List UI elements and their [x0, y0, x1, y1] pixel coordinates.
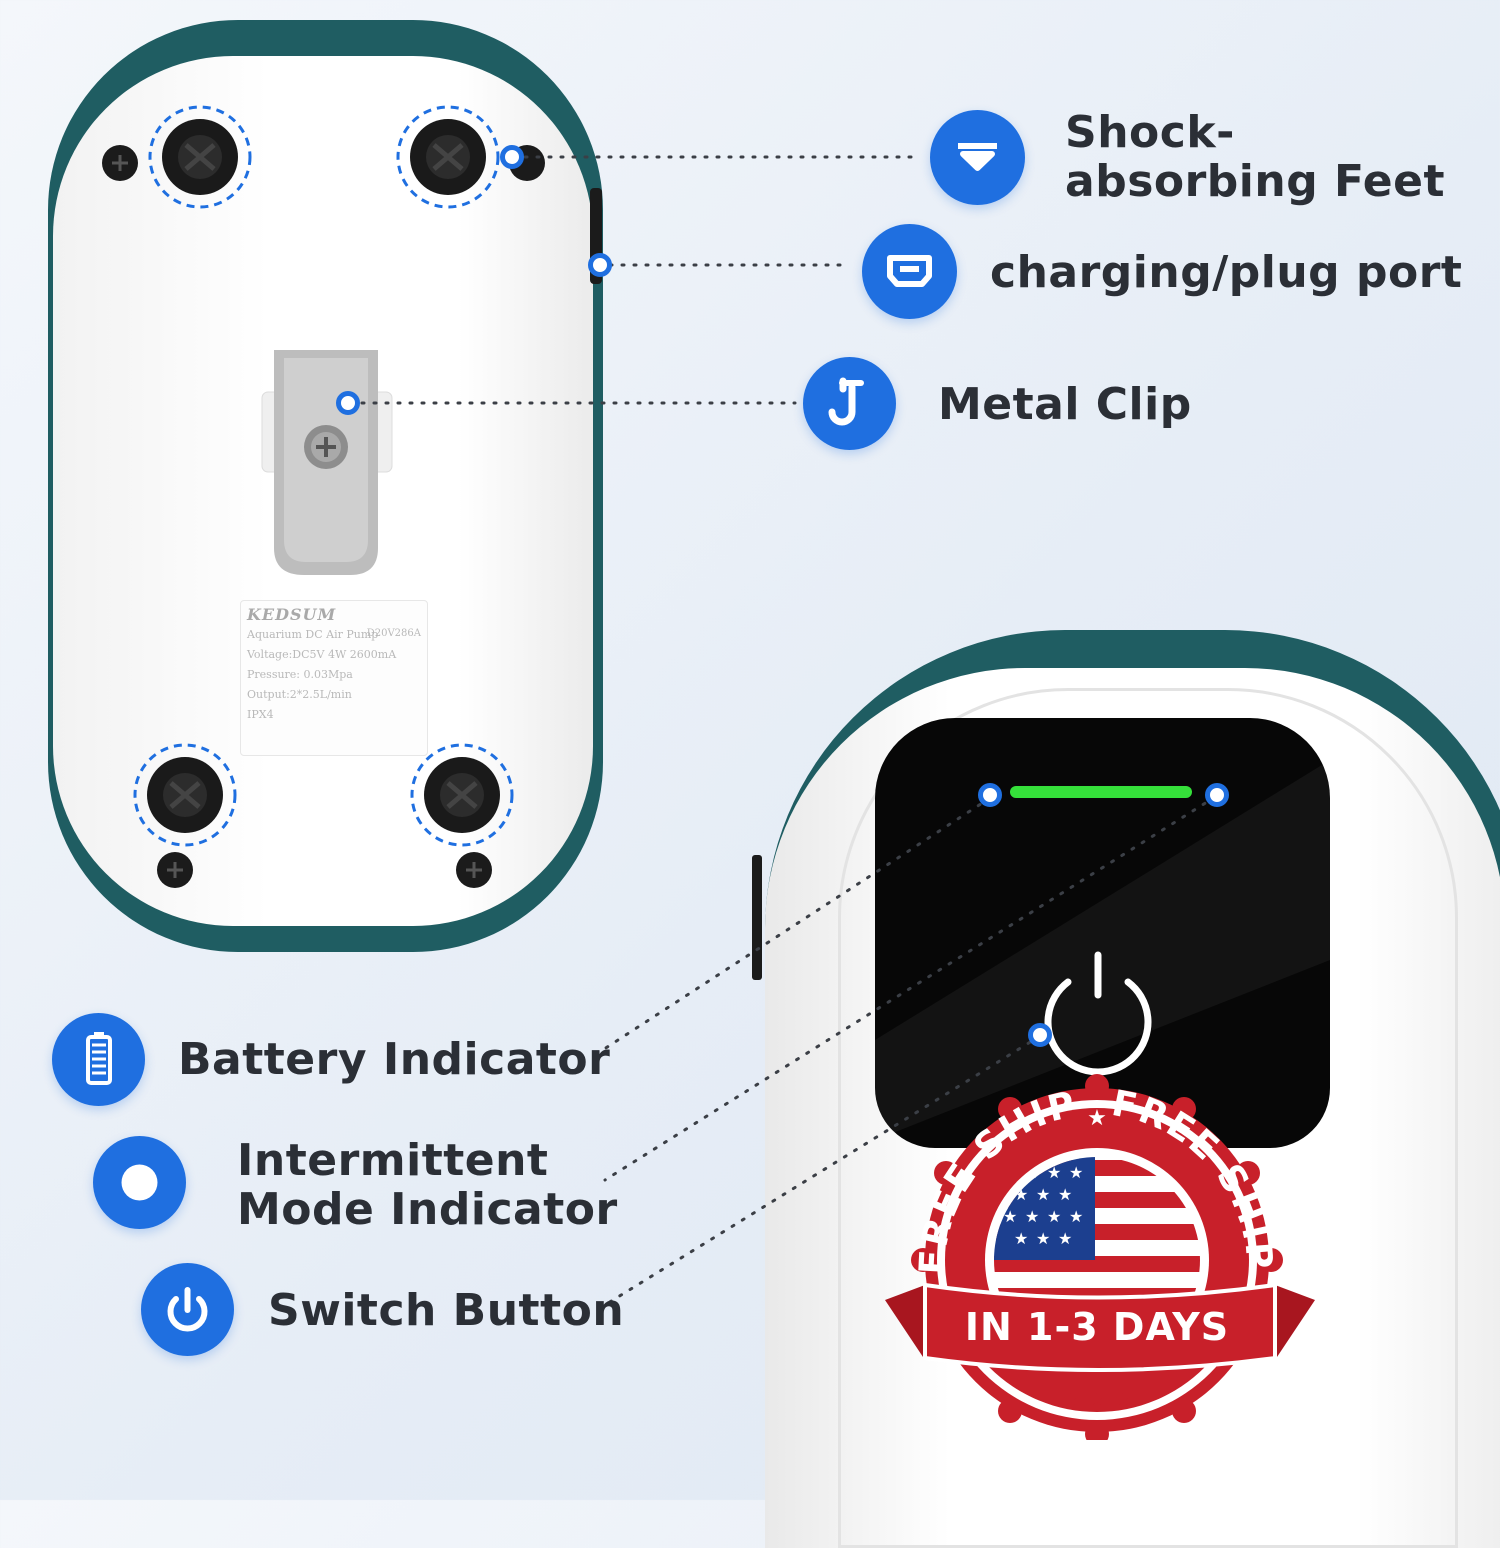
spec-line-output: Output:2*2.5L/min [247, 688, 352, 701]
power-icon [141, 1263, 234, 1356]
callout-metal-clip: Metal Clip [938, 379, 1192, 430]
spec-brand: KEDSUM [247, 605, 337, 624]
svg-text:★: ★ [1063, 1389, 1079, 1410]
svg-text:★: ★ [1089, 1389, 1105, 1410]
svg-text:★: ★ [1047, 1207, 1061, 1226]
svg-text:★: ★ [1014, 1229, 1028, 1248]
mount-icon [930, 110, 1025, 205]
spec-line-ip: IPX4 [247, 708, 274, 721]
free-ship-badge: ★★★★ ★★★ ★★★★ ★★★ FREE SHIP FREE SHIP ★ … [885, 1074, 1315, 1440]
ring-icon [93, 1136, 186, 1229]
spec-line-voltage: Voltage:DC5V 4W 2600mA [247, 648, 397, 661]
callout-switch-button: Switch Button [268, 1285, 625, 1336]
svg-text:★: ★ [1036, 1229, 1050, 1248]
svg-text:★: ★ [1025, 1207, 1039, 1226]
svg-text:★: ★ [1069, 1207, 1083, 1226]
svg-text:★: ★ [1115, 1389, 1131, 1410]
svg-text:★: ★ [1036, 1185, 1050, 1204]
callout-intermittent-line1: Intermittent [237, 1135, 549, 1186]
pump-back-face [53, 56, 593, 926]
svg-text:★: ★ [1003, 1207, 1017, 1226]
svg-text:★: ★ [1069, 1163, 1083, 1182]
svg-text:★: ★ [1058, 1185, 1072, 1204]
callout-battery-indicator: Battery Indicator [178, 1034, 611, 1085]
hook-icon [803, 357, 896, 450]
spec-line-pressure: Pressure: 0.03Mpa [247, 668, 353, 681]
marker-intermittent-indicator [1205, 783, 1229, 807]
pump-front-side-button [752, 855, 762, 980]
marker-switch-button [1028, 1023, 1052, 1047]
battery-icon [52, 1013, 145, 1106]
marker-metal-clip [336, 391, 360, 415]
marker-battery-indicator [978, 783, 1002, 807]
svg-text:★: ★ [1058, 1229, 1072, 1248]
spec-line-product: Aquarium DC Air Pump [247, 628, 379, 641]
port-icon [862, 224, 957, 319]
callout-shock-feet-line1: Shock- [1065, 107, 1235, 158]
spec-label: KEDSUM D20V286A Aquarium DC Air Pump Vol… [240, 600, 428, 756]
spec-model: D20V286A [366, 628, 421, 639]
callout-intermittent-line2: Mode Indicator [237, 1184, 618, 1235]
badge-ribbon-text: IN 1-3 DAYS [965, 1305, 1229, 1349]
callout-charging-port: charging/plug port [990, 247, 1463, 298]
svg-text:★: ★ [1087, 1106, 1107, 1131]
callout-shock-feet-line2: absorbing Feet [1065, 156, 1446, 207]
marker-charging-port [588, 253, 612, 277]
marker-shock-feet [500, 145, 524, 169]
